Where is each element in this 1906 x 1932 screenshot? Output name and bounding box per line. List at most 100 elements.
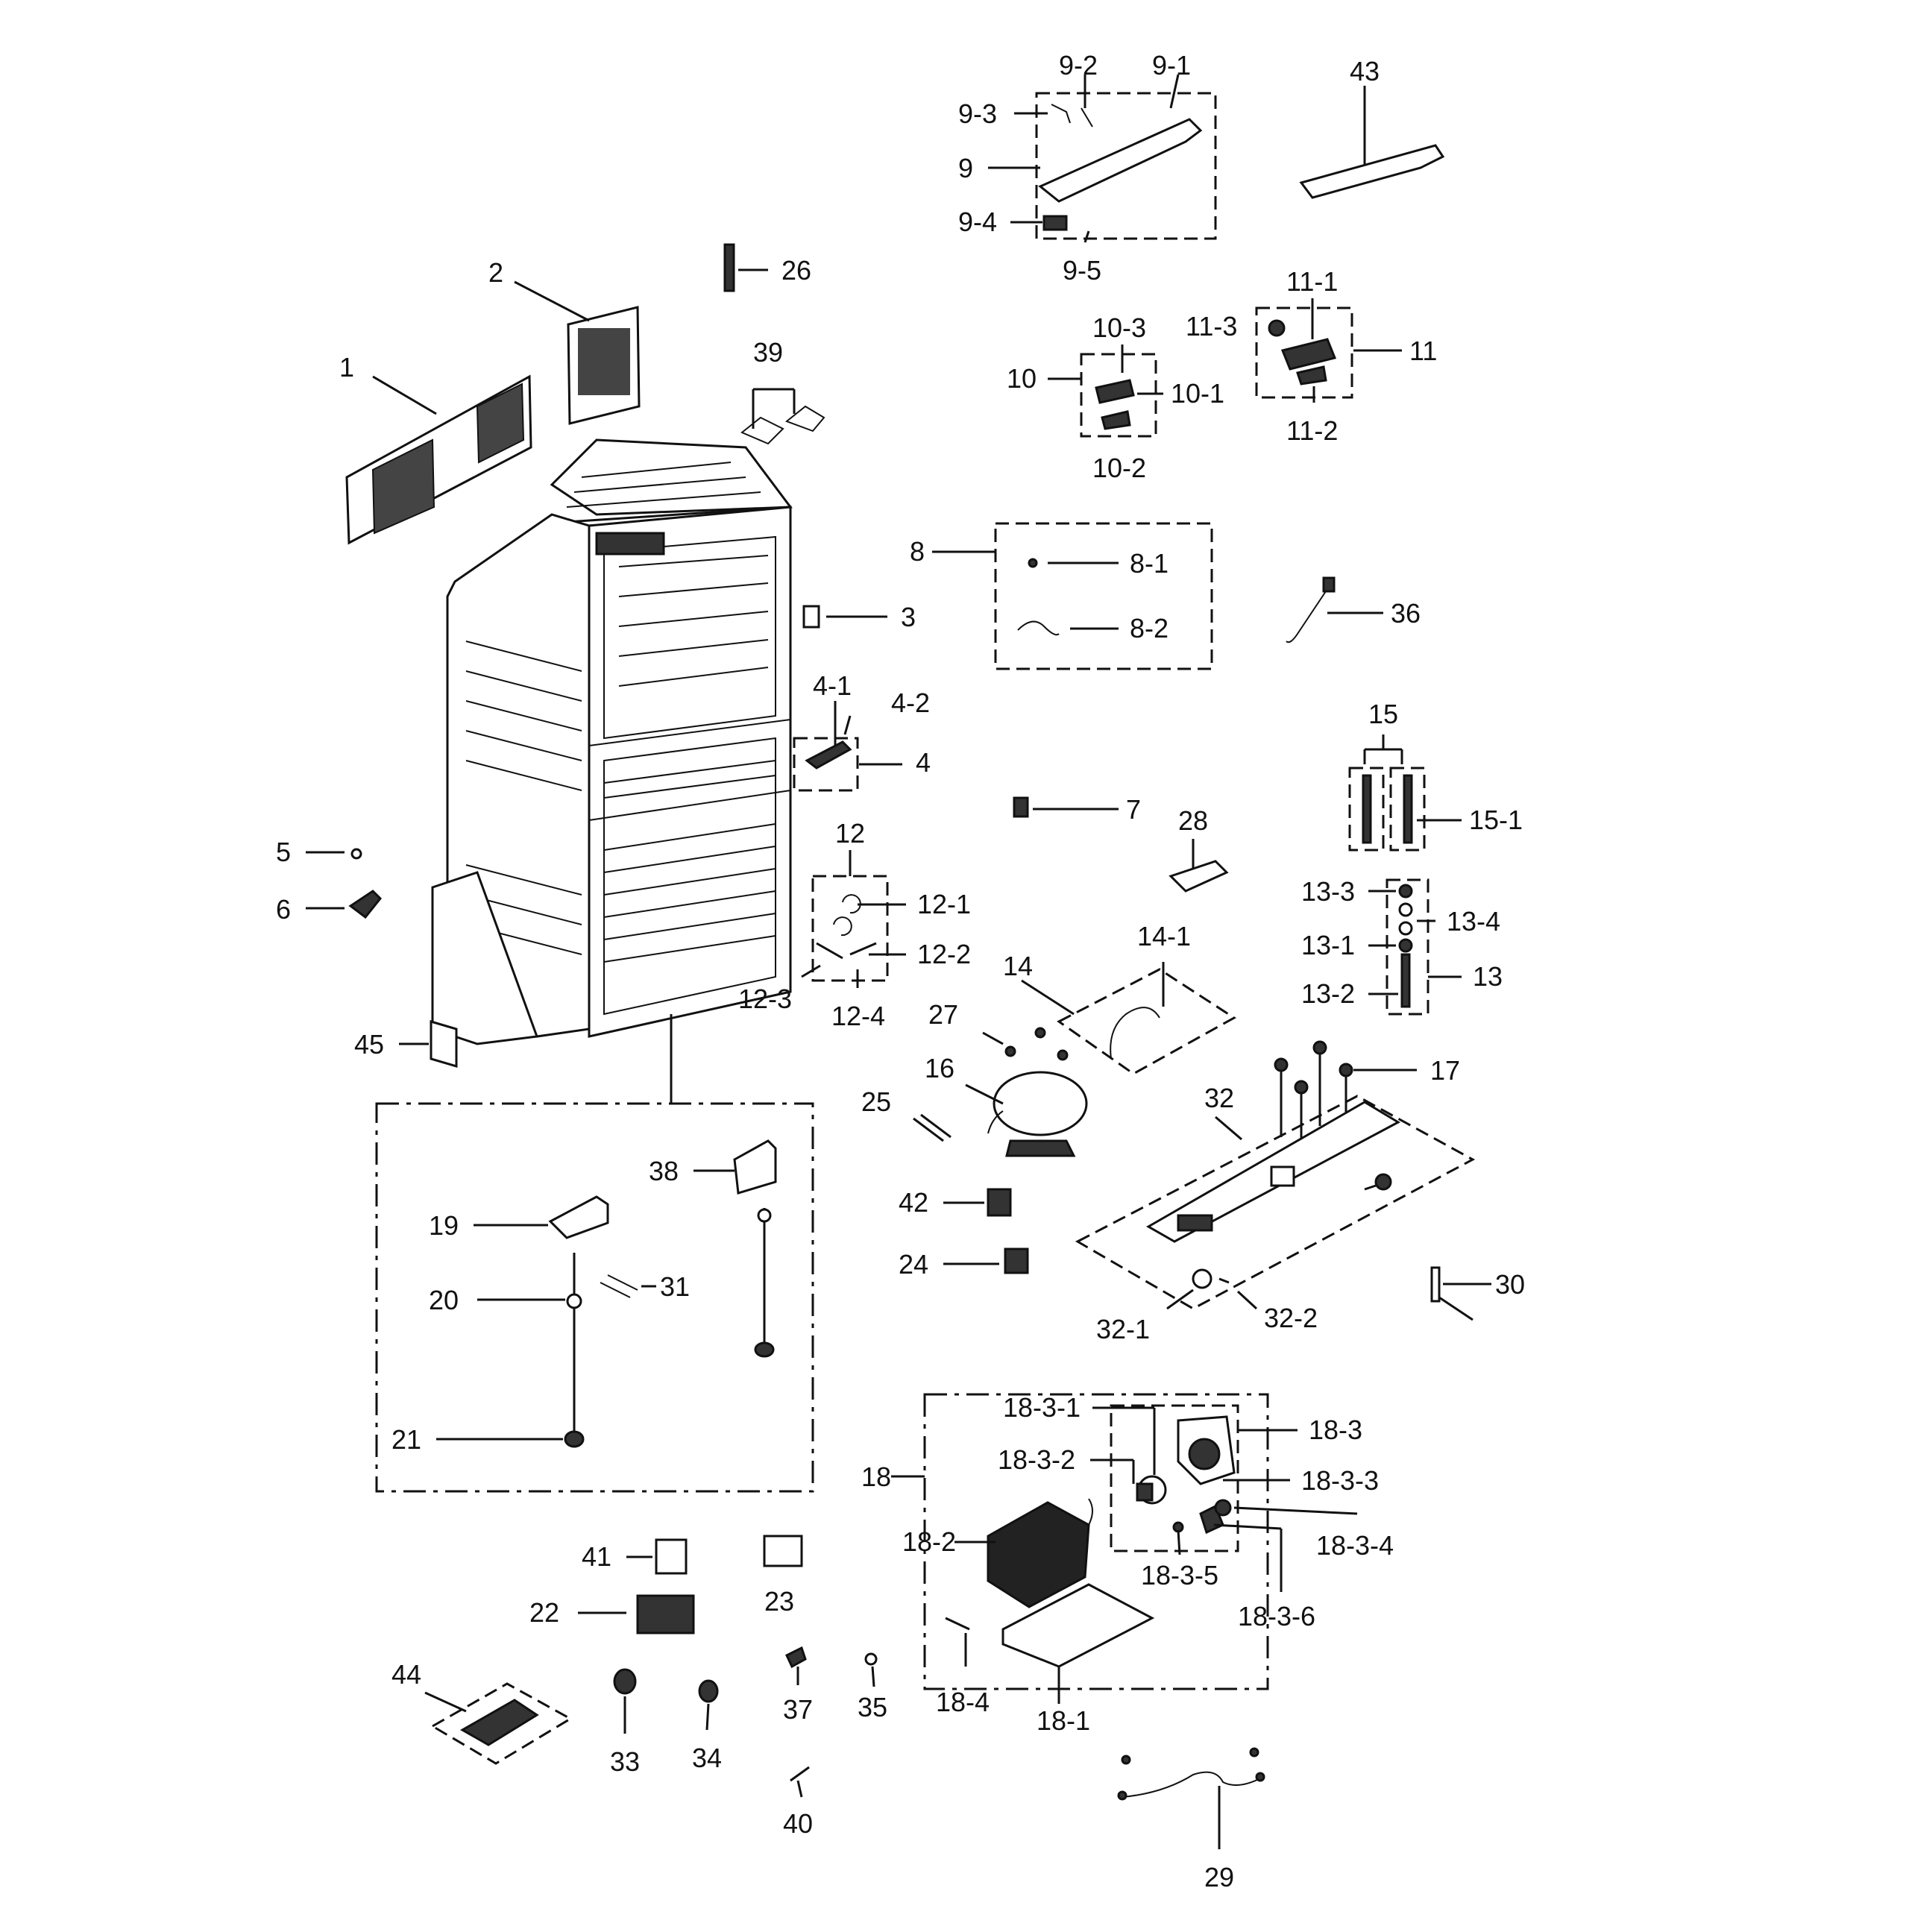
part-40 (790, 1766, 810, 1782)
label-24: 24 (899, 1249, 928, 1280)
label-17: 17 (1430, 1055, 1460, 1086)
label-18-3-4: 18-3-4 (1316, 1530, 1394, 1561)
label-15-1: 15-1 (1469, 805, 1523, 835)
label-9-3: 9-3 (958, 98, 997, 129)
label-11-2: 11-2 (1286, 415, 1338, 446)
label-18-3-5: 18-3-5 (1141, 1560, 1218, 1590)
part-44 (459, 1699, 539, 1746)
label-12-2: 12-2 (917, 939, 971, 969)
part-5 (350, 848, 362, 860)
label-12-4: 12-4 (831, 1001, 885, 1031)
label-8: 8 (910, 536, 925, 567)
group-box-10 (1080, 353, 1157, 438)
label-43: 43 (1350, 56, 1380, 86)
part-26 (723, 243, 735, 292)
label-45: 45 (354, 1029, 384, 1060)
label-28: 28 (1178, 805, 1208, 836)
part-20 (566, 1293, 582, 1309)
label-8-1: 8-1 (1130, 548, 1169, 579)
label-39: 39 (753, 337, 783, 368)
part-7 (1013, 796, 1029, 818)
label-4: 4 (916, 747, 931, 778)
group-box-lower-left (375, 1102, 814, 1493)
group-box-14 (1057, 968, 1236, 1075)
group-box-15a (1348, 767, 1385, 852)
label-14-1: 14-1 (1137, 921, 1191, 951)
part-4-1 (805, 740, 852, 770)
part-3 (802, 605, 820, 629)
label-7: 7 (1126, 794, 1141, 825)
label-26: 26 (781, 255, 811, 286)
label-23: 23 (764, 1586, 794, 1617)
part-16-compressor (987, 1071, 1088, 1157)
part-42 (987, 1188, 1012, 1217)
main-cabinet (431, 438, 793, 1045)
group-box-44 (430, 1682, 573, 1765)
label-38: 38 (649, 1156, 679, 1186)
label-18-3-2: 18-3-2 (998, 1444, 1075, 1475)
group-box-4 (793, 737, 859, 792)
label-13-3: 13-3 (1301, 876, 1355, 907)
label-22: 22 (529, 1597, 559, 1628)
label-13-4: 13-4 (1447, 906, 1500, 937)
label-34: 34 (692, 1743, 722, 1773)
part-36 (1286, 588, 1328, 644)
label-13-1: 13-1 (1301, 930, 1355, 960)
label-18-3-6: 18-3-6 (1238, 1601, 1315, 1631)
part-18-3-fan-assembly (1136, 1415, 1236, 1535)
label-14: 14 (1003, 951, 1033, 981)
label-11: 11 (1409, 336, 1437, 366)
label-35: 35 (858, 1692, 887, 1722)
label-3: 3 (901, 602, 916, 632)
part-18-4 (945, 1617, 970, 1631)
label-18-2: 18-2 (902, 1526, 956, 1557)
label-25: 25 (861, 1086, 891, 1117)
label-6: 6 (276, 894, 291, 925)
label-11-1: 11-1 (1286, 266, 1338, 297)
part-28 (1169, 860, 1229, 893)
label-32-2: 32-2 (1264, 1303, 1318, 1333)
part-25 (913, 1117, 944, 1142)
label-27: 27 (928, 999, 958, 1030)
label-40: 40 (783, 1808, 813, 1839)
part-34 (698, 1679, 719, 1703)
group-box-8 (994, 522, 1213, 670)
part-45 (430, 1019, 458, 1069)
label-41: 41 (582, 1541, 611, 1572)
label-4-2: 4-2 (891, 687, 930, 718)
back-panel-1 (345, 374, 532, 545)
part-27 (1004, 1045, 1016, 1057)
part-35 (864, 1652, 878, 1666)
part-39 (740, 388, 825, 445)
label-18-1: 18-1 (1037, 1705, 1090, 1736)
part-14-1 (1110, 1007, 1160, 1060)
label-30: 30 (1495, 1269, 1525, 1300)
part-9-1 (1038, 118, 1203, 203)
part-9-4 (1042, 215, 1068, 231)
label-32-1: 32-1 (1096, 1314, 1150, 1344)
part-6 (348, 890, 383, 919)
label-10: 10 (1007, 363, 1037, 394)
label-1: 1 (339, 352, 354, 383)
part-32-1 (1192, 1268, 1213, 1289)
label-5: 5 (276, 837, 291, 867)
label-18-3: 18-3 (1309, 1415, 1362, 1445)
part-19 (548, 1195, 609, 1239)
label-9-4: 9-4 (958, 207, 997, 237)
label-10-1: 10-1 (1171, 378, 1224, 409)
label-18-4: 18-4 (936, 1687, 990, 1717)
label-11-3: 11-3 (1186, 311, 1237, 342)
label-18-3-1: 18-3-1 (1003, 1392, 1081, 1423)
label-32: 32 (1204, 1083, 1234, 1113)
group-box-9 (1035, 92, 1217, 240)
label-8-2: 8-2 (1130, 613, 1169, 644)
label-18-3-3: 18-3-3 (1301, 1465, 1379, 1496)
part-43 (1299, 144, 1445, 199)
label-44: 44 (391, 1659, 421, 1690)
part-38 (733, 1139, 777, 1195)
label-19: 19 (429, 1210, 459, 1241)
label-31: 31 (660, 1271, 690, 1302)
label-33: 33 (610, 1746, 640, 1777)
label-2: 2 (488, 257, 503, 288)
